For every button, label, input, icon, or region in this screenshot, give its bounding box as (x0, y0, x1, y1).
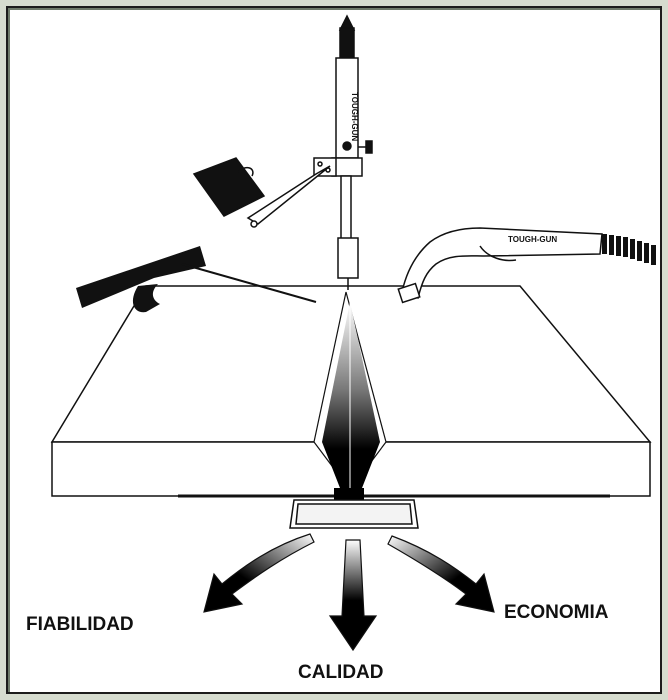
vertical-torch (331, 14, 373, 290)
vertical-torch-label: TOUGH-GUN (350, 92, 359, 141)
label-reliability: FIABILIDAD (26, 614, 134, 635)
backing-strip (289, 499, 419, 529)
handheld-torch (397, 227, 656, 304)
weld-groove (313, 291, 387, 502)
label-economy: ECONOMIA (504, 602, 609, 623)
handheld-torch-label: TOUGH-GUN (508, 235, 557, 244)
label-quality: CALIDAD (298, 662, 384, 683)
arrow-economy (387, 535, 495, 613)
ground-clamp (76, 246, 317, 313)
arrow-quality (328, 539, 378, 652)
arrow-reliability (203, 533, 315, 613)
torch-mount (192, 157, 337, 228)
diagram-canvas: TOUGH-GUN TOUGH-GUN FIABILIDAD CALIDAD E… (10, 10, 660, 692)
welding-diagram: TOUGH-GUN TOUGH-GUN FIABILIDAD CALIDAD E… (26, 14, 656, 683)
